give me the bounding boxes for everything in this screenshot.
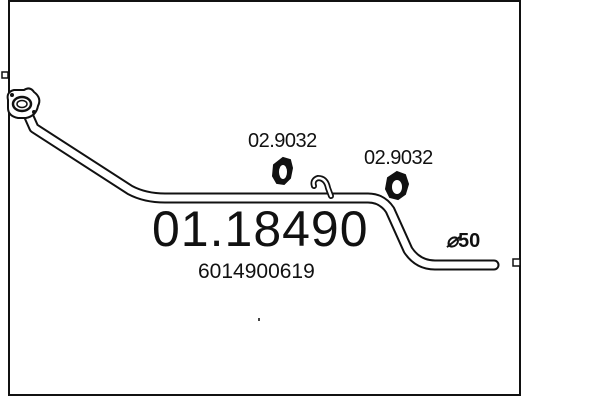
diameter-symbol: ⌀ — [446, 230, 459, 252]
hanger-bracket — [310, 174, 334, 199]
inlet-flange — [6, 87, 41, 119]
diameter-label: ⌀50 — [446, 231, 480, 251]
rubber-mount-1 — [271, 156, 294, 186]
drawing-frame — [8, 0, 521, 396]
oe-number: 6014900619 — [198, 260, 315, 283]
part-number: 01.18490 — [152, 201, 369, 257]
rubber-mount-2 — [384, 170, 410, 201]
drawing-speck — [258, 318, 260, 321]
mount-ref-label-1: 02.9032 — [248, 130, 317, 152]
mount-ref-label-2: 02.9032 — [364, 147, 433, 169]
diameter-value: 50 — [458, 230, 481, 252]
frame-marker-right — [512, 258, 521, 267]
exhaust-pipe — [20, 104, 500, 271]
frame-marker-left — [1, 71, 9, 79]
